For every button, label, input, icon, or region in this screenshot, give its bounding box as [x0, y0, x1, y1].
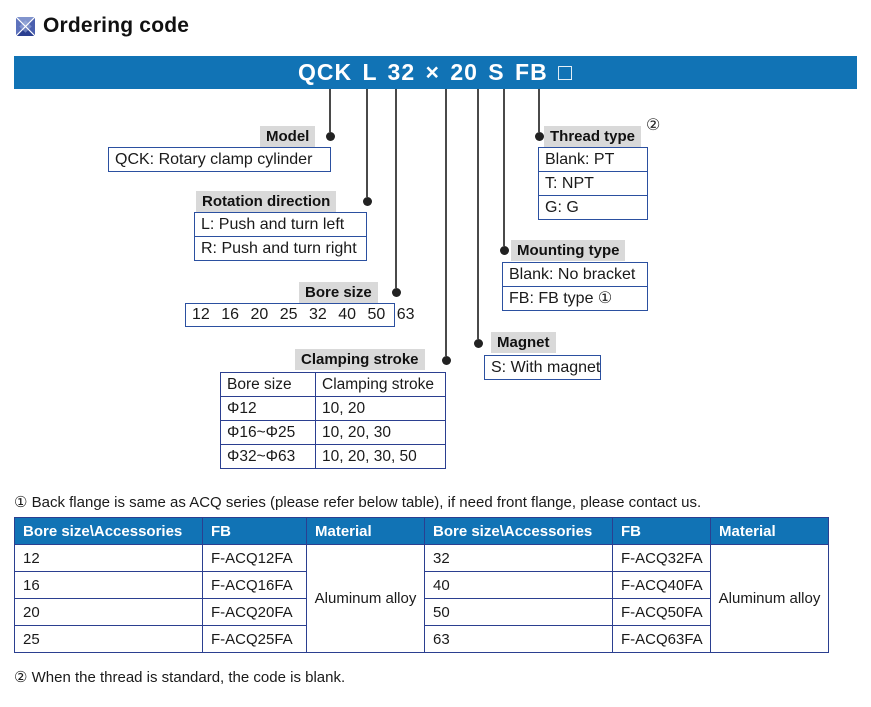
- fb-cell: F-ACQ50FA: [612, 598, 711, 626]
- col-header: Material: [306, 517, 425, 545]
- accessories-table: Bore size\Accessories FB Material Bore s…: [14, 517, 829, 653]
- magnet-options: S: With magnet: [484, 355, 601, 380]
- thread-type-note-mark: ②: [646, 117, 661, 134]
- table-row: 12 F-ACQ12FA Aluminum alloy 32 F-ACQ32FA…: [14, 544, 829, 653]
- model-options: QCK: Rotary clamp cylinder: [108, 147, 331, 172]
- bore-cell: 25: [14, 625, 203, 653]
- col-header: Material: [710, 517, 829, 545]
- fb-cell: F-ACQ63FA: [612, 625, 711, 653]
- mounting-option-fb: FB: FB type ①: [502, 286, 648, 311]
- mounting-option-blank: Blank: No bracket: [502, 262, 648, 287]
- page-title: Ordering code: [43, 14, 190, 37]
- line-magnet: [477, 89, 479, 339]
- ordering-code-icon: [16, 16, 35, 36]
- magnet-option: S: With magnet: [484, 355, 601, 380]
- fb-cell: F-ACQ32FA: [612, 544, 711, 572]
- page-title-row: Ordering code: [16, 14, 189, 38]
- fb-cell: F-ACQ16FA: [202, 571, 307, 599]
- model-option: QCK: Rotary clamp cylinder: [108, 147, 331, 172]
- table-row: 20 F-ACQ20FA 50 F-ACQ50FA: [14, 598, 829, 626]
- bore-cell: 16: [14, 571, 203, 599]
- clamping-cell: 10, 20: [315, 396, 446, 421]
- rotation-direction-label: Rotation direction: [196, 191, 337, 212]
- ordering-code-bar: QCK L 32 × 20 S FB □: [14, 56, 857, 89]
- accessories-header-row: Bore size\Accessories FB Material Bore s…: [14, 517, 829, 545]
- bore-cell: 32: [424, 544, 613, 572]
- fb-cell: F-ACQ40FA: [612, 571, 711, 599]
- bullet-mounting: [500, 246, 509, 255]
- thread-option-pt: Blank: PT: [538, 147, 648, 172]
- rotation-option-left: L: Push and turn left: [194, 212, 367, 237]
- bullet-thread: [535, 132, 544, 141]
- bore-size-options: 12 16 20 25 32 40 50 63: [185, 303, 415, 327]
- col-header: FB: [202, 517, 307, 545]
- mounting-type-options: Blank: No bracket FB: FB type ①: [502, 262, 648, 311]
- fb-cell: F-ACQ20FA: [202, 598, 307, 626]
- material-cell: Aluminum alloy: [306, 544, 425, 653]
- clamping-cell: 10, 20, 30: [315, 420, 446, 445]
- clamping-header-stroke: Clamping stroke: [315, 372, 446, 397]
- bore-cell: 20: [14, 598, 203, 626]
- rotation-option-right: R: Push and turn right: [194, 236, 367, 261]
- clamping-cell: Φ32~Φ63: [220, 444, 316, 469]
- thread-type-label: Thread type: [544, 126, 642, 147]
- bore-cell: 12: [14, 544, 203, 572]
- note-thread-standard: ② When the thread is standard, the code …: [14, 669, 346, 686]
- line-rotation: [366, 89, 368, 197]
- table-row: 25 F-ACQ25FA 63 F-ACQ63FA: [14, 625, 829, 653]
- bore-cell: 40: [424, 571, 613, 599]
- clamping-cell: Φ16~Φ25: [220, 420, 316, 445]
- model-label: Model: [260, 126, 316, 147]
- col-header: Bore size\Accessories: [14, 517, 203, 545]
- line-mounting: [503, 89, 505, 246]
- material-cell: Aluminum alloy: [710, 544, 829, 653]
- clamping-stroke-table: Bore size Clamping stroke Φ12 10, 20 Φ16…: [220, 372, 446, 469]
- line-thread: [538, 89, 540, 132]
- bullet-clamping: [442, 356, 451, 365]
- bullet-magnet: [474, 339, 483, 348]
- thread-type-options: Blank: PT T: NPT G: G: [538, 147, 648, 220]
- bore-cell: 63: [424, 625, 613, 653]
- bore-size-label: Bore size: [299, 282, 378, 303]
- bullet-model: [326, 132, 335, 141]
- fb-cell: F-ACQ12FA: [202, 544, 307, 572]
- bore-size-values: 12 16 20 25 32 40 50 63: [185, 303, 415, 327]
- thread-option-npt: T: NPT: [538, 171, 648, 196]
- line-bore: [395, 89, 397, 288]
- clamping-cell: Φ12: [220, 396, 316, 421]
- fb-cell: F-ACQ25FA: [202, 625, 307, 653]
- clamping-header-bore: Bore size: [220, 372, 316, 397]
- clamping-cell: 10, 20, 30, 50: [315, 444, 446, 469]
- col-header: FB: [612, 517, 711, 545]
- rotation-direction-options: L: Push and turn left R: Push and turn r…: [194, 212, 367, 261]
- line-model: [329, 89, 331, 132]
- mounting-type-label: Mounting type: [511, 240, 626, 261]
- col-header: Bore size\Accessories: [424, 517, 613, 545]
- bore-cell: 50: [424, 598, 613, 626]
- clamping-stroke-label: Clamping stroke: [295, 349, 425, 370]
- note-back-flange: ① Back flange is same as ACQ series (ple…: [14, 494, 702, 511]
- table-row: 16 F-ACQ16FA 40 F-ACQ40FA: [14, 571, 829, 599]
- line-clamping: [445, 89, 447, 356]
- bullet-rotation: [363, 197, 372, 206]
- magnet-label: Magnet: [491, 332, 556, 353]
- thread-option-g: G: G: [538, 195, 648, 220]
- bullet-bore: [392, 288, 401, 297]
